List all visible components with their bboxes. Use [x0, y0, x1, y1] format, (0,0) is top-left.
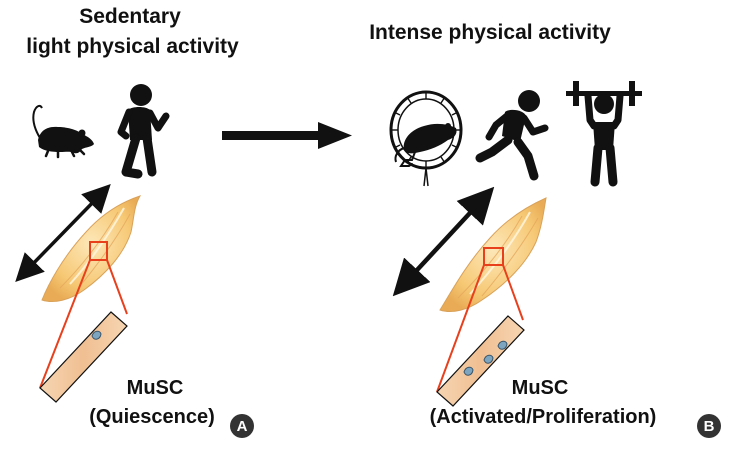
- satellite-cell: [483, 354, 494, 364]
- panel-a-heading-line2: light physical activity: [26, 35, 239, 58]
- hamster-wheel-mouse-icon: [389, 90, 463, 187]
- panel-b-cell-label: MuSC: [511, 377, 569, 399]
- arrow-right-icon: [222, 122, 352, 149]
- muscle-fiber-icon: [39, 311, 128, 403]
- panel-a-heading-line1: Sedentary: [79, 5, 181, 28]
- panel-a-cell-label: MuSC: [126, 377, 184, 399]
- walking-person-icon: [117, 84, 170, 179]
- muscle-icon: [439, 197, 547, 313]
- double-headed-arrow-icon: [15, 183, 111, 283]
- mouse-icon: [32, 104, 94, 159]
- satellite-cell: [91, 330, 102, 340]
- satellite-cell: [497, 340, 508, 350]
- weightlifter-icon: [566, 81, 642, 187]
- muscle-fiber-icon: [436, 315, 525, 407]
- panel-a-state-label: (Quiescence): [89, 406, 215, 428]
- panel-b-heading: Intense physical activity: [369, 21, 611, 44]
- zoom-box: [483, 247, 504, 266]
- zoom-box: [89, 241, 108, 261]
- panel-b-state-label: (Activated/Proliferation): [429, 406, 657, 428]
- panel-a-badge: A: [230, 414, 254, 438]
- satellite-cell: [463, 366, 474, 376]
- running-person-icon: [475, 90, 549, 181]
- double-headed-arrow-icon: [392, 186, 495, 297]
- panel-b-badge: B: [697, 414, 721, 438]
